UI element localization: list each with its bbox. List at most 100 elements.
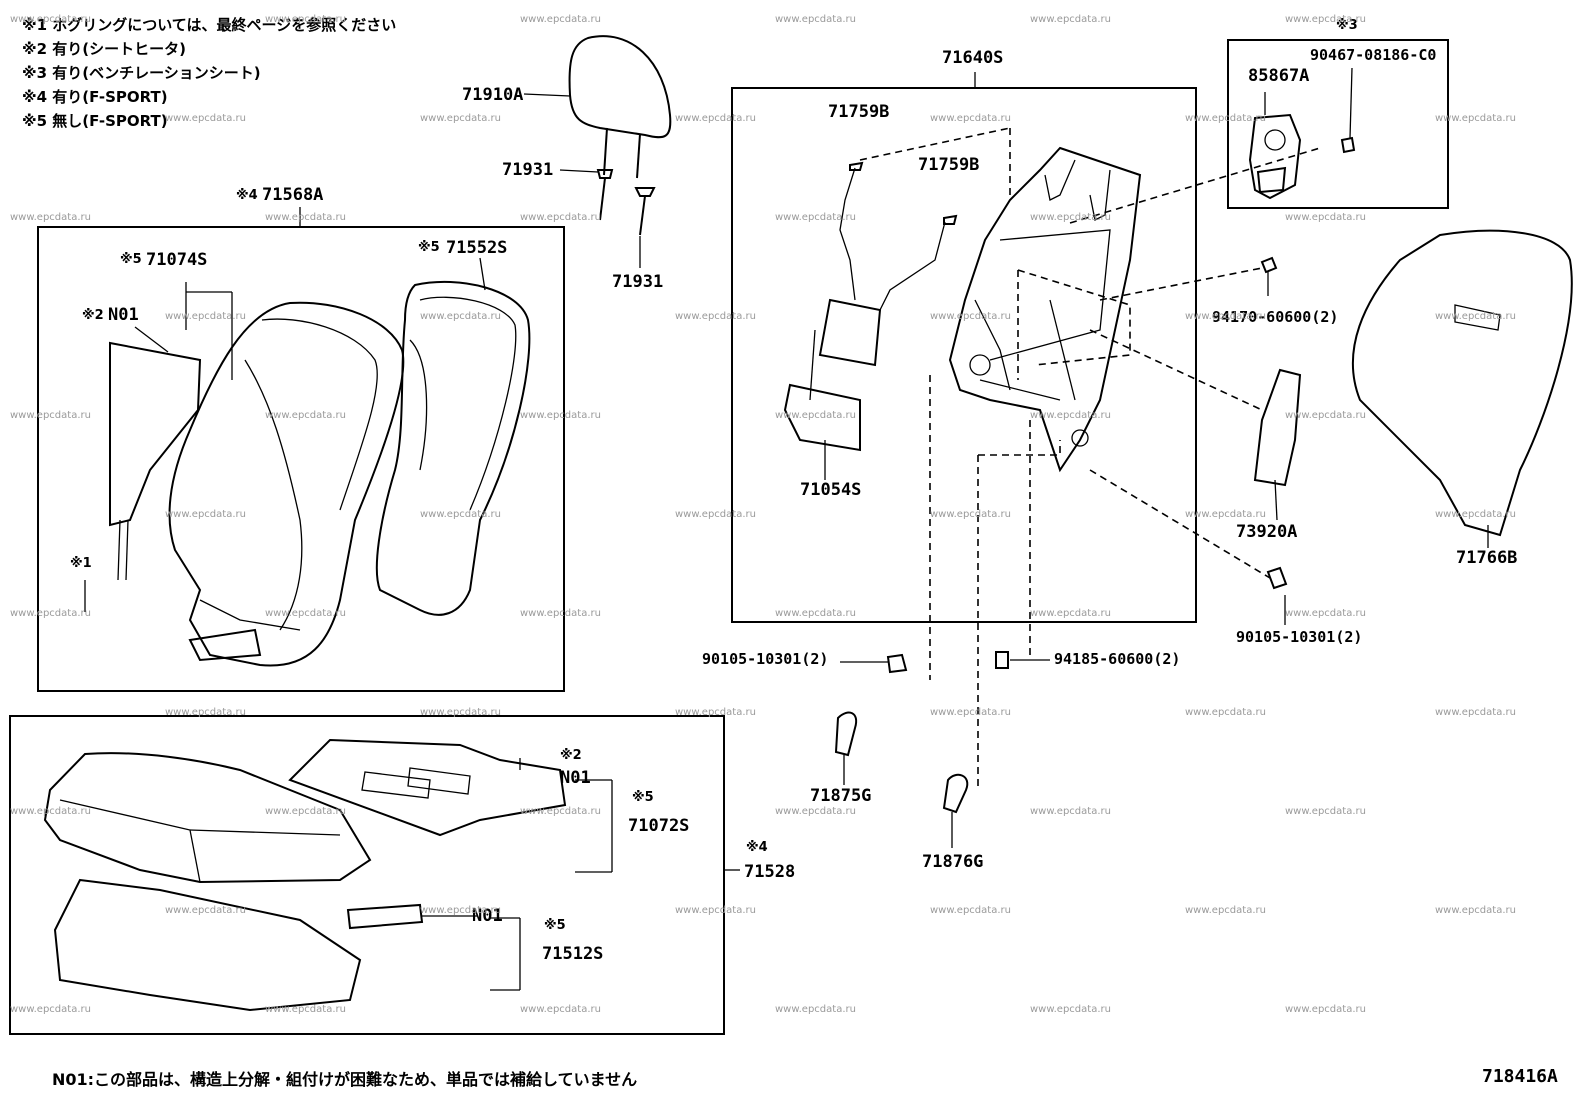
mark-71074S: ※5 xyxy=(120,252,142,267)
diagram-code: 718416A xyxy=(1482,1066,1558,1087)
mark-N01-cushion: ※2 xyxy=(560,748,582,763)
watermark-text: www.epcdata.ru xyxy=(1030,608,1111,619)
watermark-text: www.epcdata.ru xyxy=(930,509,1011,520)
watermark-text: www.epcdata.ru xyxy=(10,1004,91,1015)
watermark-text: www.epcdata.ru xyxy=(520,608,601,619)
watermark-text: www.epcdata.ru xyxy=(420,509,501,520)
watermark-text: www.epcdata.ru xyxy=(1285,212,1366,223)
note-4: ※4 有り(F-SPORT) xyxy=(22,88,168,106)
watermark-text: www.epcdata.ru xyxy=(1285,1004,1366,1015)
note-5: ※5 無し(F-SPORT) xyxy=(22,112,168,130)
watermark-text: www.epcdata.ru xyxy=(675,311,756,322)
lumbar-support-drawing xyxy=(783,161,958,480)
seatback-assembly-box xyxy=(37,226,565,692)
watermark-text: www.epcdata.ru xyxy=(10,806,91,817)
watermark-text: www.epcdata.ru xyxy=(1185,707,1266,718)
mark-71568A: ※4 xyxy=(236,188,258,203)
watermark-text: www.epcdata.ru xyxy=(775,608,856,619)
label-71759B-upper: 71759B xyxy=(828,102,890,122)
watermark-text: www.epcdata.ru xyxy=(1185,113,1266,124)
watermark-text: www.epcdata.ru xyxy=(775,1004,856,1015)
watermark-text: www.epcdata.ru xyxy=(520,410,601,421)
label-71876G: 71876G xyxy=(922,852,984,872)
watermark-text: www.epcdata.ru xyxy=(10,212,91,223)
watermark-text: www.epcdata.ru xyxy=(165,113,246,124)
footer-note: N01:この部品は、構造上分解・組付けが困難なため、単品では補給していません xyxy=(52,1070,638,1089)
seat-cushion-assembly-box xyxy=(9,715,725,1035)
headrest-drawing xyxy=(523,35,672,268)
watermark-text: www.epcdata.ru xyxy=(1435,113,1516,124)
watermark-text: www.epcdata.ru xyxy=(1285,806,1366,817)
watermark-text: www.epcdata.ru xyxy=(420,707,501,718)
watermark-text: www.epcdata.ru xyxy=(520,806,601,817)
label-90105-10301-left: 90105-10301(2) xyxy=(702,650,829,668)
label-71074S: 71074S xyxy=(146,250,208,270)
watermark-text: www.epcdata.ru xyxy=(930,311,1011,322)
ventilation-fan-drawing xyxy=(1248,67,1356,200)
label-71875G: 71875G xyxy=(810,786,872,806)
watermark-text: www.epcdata.ru xyxy=(265,1004,346,1015)
fasteners-drawing xyxy=(840,256,1288,674)
watermark-text: www.epcdata.ru xyxy=(1285,14,1366,25)
label-90105-10301-right: 90105-10301(2) xyxy=(1236,628,1363,646)
note-1: ※1 ホグリングについては、最終ページを参照ください xyxy=(22,16,397,34)
note-2: ※2 有り(シートヒータ) xyxy=(22,40,186,58)
recliner-knobs-drawing xyxy=(834,711,969,848)
mark-ventilation: ※3 xyxy=(1336,18,1358,33)
label-71528: 71528 xyxy=(744,862,796,882)
label-73920A: 73920A xyxy=(1236,522,1298,542)
watermark-text: www.epcdata.ru xyxy=(1030,212,1111,223)
label-71552S: 71552S xyxy=(446,238,508,258)
label-71931-lower: 71931 xyxy=(612,272,664,292)
watermark-text: www.epcdata.ru xyxy=(520,14,601,25)
watermark-text: www.epcdata.ru xyxy=(1435,905,1516,916)
watermark-text: www.epcdata.ru xyxy=(1435,707,1516,718)
watermark-text: www.epcdata.ru xyxy=(1185,905,1266,916)
label-71640S: 71640S xyxy=(942,48,1004,68)
watermark-text: www.epcdata.ru xyxy=(775,212,856,223)
label-94185-60600: 94185-60600(2) xyxy=(1054,650,1181,668)
side-cover-drawing xyxy=(1253,229,1573,548)
mark-71512S: ※5 xyxy=(544,918,566,933)
mark-71552S: ※5 xyxy=(418,240,440,255)
label-71054S: 71054S xyxy=(800,480,862,500)
label-N01-back: N01 xyxy=(108,305,139,325)
watermark-text: www.epcdata.ru xyxy=(1285,608,1366,619)
watermark-text: www.epcdata.ru xyxy=(420,311,501,322)
watermark-text: www.epcdata.ru xyxy=(10,410,91,421)
seatback-frame-drawing xyxy=(859,72,1321,790)
seatback-cover-drawing xyxy=(84,207,531,667)
watermark-text: www.epcdata.ru xyxy=(930,113,1011,124)
label-90467-08186-C0: 90467-08186-C0 xyxy=(1310,46,1437,64)
mark-hog-ring: ※1 xyxy=(70,556,92,571)
note-3: ※3 有り(ベンチレーションシート) xyxy=(22,64,261,82)
watermark-text: www.epcdata.ru xyxy=(1030,410,1111,421)
seat-cushion-drawing xyxy=(43,738,740,1012)
watermark-text: www.epcdata.ru xyxy=(930,707,1011,718)
ventilation-box xyxy=(1227,39,1449,209)
watermark-text: www.epcdata.ru xyxy=(930,905,1011,916)
watermark-text: www.epcdata.ru xyxy=(675,707,756,718)
watermark-text: www.epcdata.ru xyxy=(520,212,601,223)
watermark-text: www.epcdata.ru xyxy=(675,113,756,124)
watermark-text: www.epcdata.ru xyxy=(10,14,91,25)
label-71568A: 71568A xyxy=(262,185,324,205)
label-71072S: 71072S xyxy=(628,816,690,836)
watermark-text: www.epcdata.ru xyxy=(1030,14,1111,25)
label-85867A: 85867A xyxy=(1248,66,1310,86)
seatback-frame-box xyxy=(731,87,1197,623)
watermark-text: www.epcdata.ru xyxy=(420,113,501,124)
watermark-text: www.epcdata.ru xyxy=(265,410,346,421)
watermark-text: www.epcdata.ru xyxy=(675,509,756,520)
watermark-text: www.epcdata.ru xyxy=(1435,509,1516,520)
watermark-text: www.epcdata.ru xyxy=(265,212,346,223)
watermark-text: www.epcdata.ru xyxy=(165,311,246,322)
label-94170-60600: 94170-60600(2) xyxy=(1212,308,1339,326)
watermark-text: www.epcdata.ru xyxy=(1030,1004,1111,1015)
watermark-text: www.epcdata.ru xyxy=(775,806,856,817)
watermark-text: www.epcdata.ru xyxy=(265,806,346,817)
watermark-text: www.epcdata.ru xyxy=(10,608,91,619)
label-71931-upper: 71931 xyxy=(502,160,554,180)
mark-71072S: ※5 xyxy=(632,790,654,805)
